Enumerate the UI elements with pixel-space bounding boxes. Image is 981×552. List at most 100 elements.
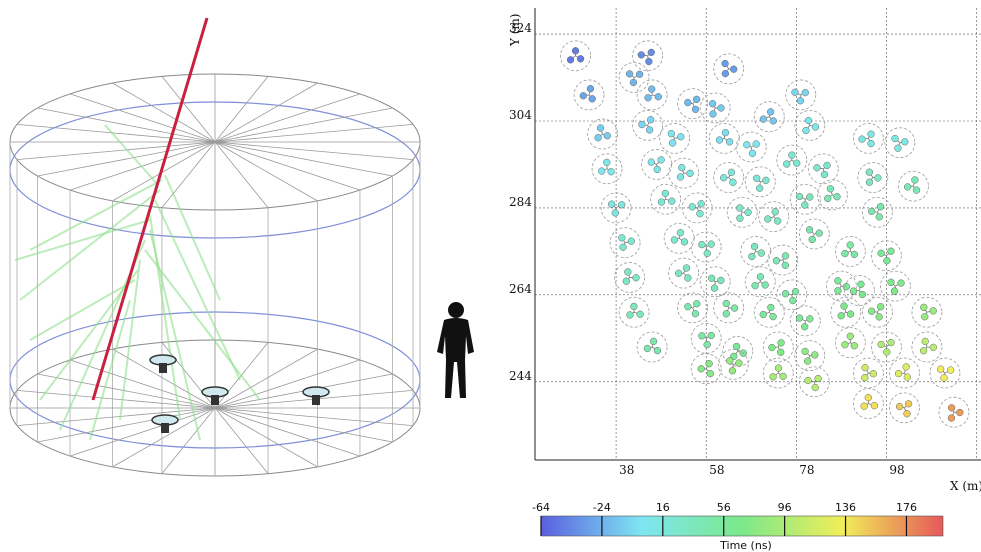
station-marker xyxy=(717,348,749,380)
station-marker xyxy=(632,109,664,141)
station-marker xyxy=(641,149,673,180)
station-marker xyxy=(767,244,799,276)
station-marker xyxy=(690,322,722,354)
station-marker xyxy=(681,192,713,224)
station-marker xyxy=(834,327,866,359)
station-marker xyxy=(614,262,646,293)
station-marker xyxy=(690,353,722,385)
station-marker xyxy=(650,183,682,215)
x-tick-label: 118 xyxy=(979,463,981,477)
station-marker xyxy=(618,62,650,93)
grid-lines xyxy=(535,8,981,460)
station-marker xyxy=(929,357,961,389)
colorbar xyxy=(540,515,944,537)
colorbar-tick-label: -64 xyxy=(532,501,550,514)
station-marker xyxy=(636,331,668,363)
colorbar-title: Time (ns) xyxy=(719,539,772,552)
y-tick-label: 264 xyxy=(509,282,532,296)
station-marker xyxy=(659,122,691,154)
tick-labels: 38587898118244264284304324 xyxy=(509,21,981,477)
y-tick-label: 324 xyxy=(509,21,532,35)
station-marker xyxy=(794,340,826,372)
station-marker xyxy=(663,222,695,254)
station-marker xyxy=(852,357,884,389)
station-marker xyxy=(560,40,591,72)
station-marker xyxy=(843,275,875,306)
station-marker xyxy=(776,144,808,176)
station-marker xyxy=(668,157,700,189)
station-marker xyxy=(884,127,916,159)
station-marker xyxy=(870,331,902,363)
station-marker xyxy=(911,331,943,363)
station-marker xyxy=(830,296,862,328)
station-marker xyxy=(587,118,618,150)
station-marker xyxy=(852,388,884,419)
x-axis-title: X (m) xyxy=(950,479,981,493)
station-marker xyxy=(735,131,767,163)
station-marker xyxy=(911,296,943,328)
station-marker xyxy=(690,231,722,263)
station-marker xyxy=(713,292,745,324)
station-marker xyxy=(573,79,605,111)
station-marker xyxy=(834,235,866,267)
station-marker xyxy=(762,357,794,389)
station-marker xyxy=(591,153,623,185)
colorbar-tick-label: 96 xyxy=(778,501,792,514)
x-tick-label: 78 xyxy=(799,463,814,477)
person-silhouette xyxy=(437,302,474,398)
y-tick-label: 284 xyxy=(509,195,532,209)
station-marker xyxy=(708,122,740,154)
station-marker xyxy=(632,40,664,72)
colorbar-tick-label: 176 xyxy=(896,501,917,514)
station-marker xyxy=(880,270,911,302)
colorbar-tick-label: 136 xyxy=(835,501,856,514)
y-axis-title: Y (m) xyxy=(508,14,522,47)
station-marker xyxy=(762,331,794,363)
station-marker xyxy=(807,153,839,185)
station-marker xyxy=(816,179,848,211)
plot-axes xyxy=(534,8,981,461)
station-marker xyxy=(870,240,902,272)
station-marker xyxy=(889,392,920,424)
colorbar-tick-label: 56 xyxy=(717,501,731,514)
station-marker xyxy=(726,196,758,228)
station-marker xyxy=(668,257,700,289)
station-marker xyxy=(618,296,650,328)
tank-wireframe xyxy=(9,73,421,477)
photomultiplier-tubes xyxy=(149,354,330,433)
colorbar-tick-label: -24 xyxy=(593,501,611,514)
station-marker xyxy=(609,227,641,259)
station-marker xyxy=(713,53,745,85)
x-tick-label: 38 xyxy=(619,463,634,477)
station-marker xyxy=(740,235,772,267)
station-marker xyxy=(758,201,790,233)
colorbar-tick-label: 16 xyxy=(656,501,670,514)
station-marker xyxy=(677,292,709,324)
station-marker xyxy=(861,196,893,228)
station-marker xyxy=(798,218,830,250)
station-marker xyxy=(600,192,632,224)
station-marker xyxy=(744,266,776,298)
station-marker xyxy=(636,79,668,111)
station-marker xyxy=(776,279,808,311)
station-marker xyxy=(857,162,889,193)
station-marker xyxy=(938,396,970,428)
station-marker xyxy=(753,296,785,328)
station-marker xyxy=(889,357,920,389)
station-marker xyxy=(861,296,893,328)
detector-tank-illustration xyxy=(9,17,474,477)
station-marker xyxy=(785,79,817,111)
station-marker xyxy=(852,122,884,154)
station-marker xyxy=(825,270,857,302)
cherenkov-light-rays xyxy=(14,124,261,441)
muon-track xyxy=(91,17,209,401)
station-marker xyxy=(798,366,830,398)
station-marker xyxy=(744,166,776,198)
colorbar-ticks: -64 -24 16 56 96 136 176 xyxy=(532,501,917,536)
y-tick-label: 244 xyxy=(509,369,532,383)
stations xyxy=(560,40,970,428)
station-marker xyxy=(722,335,754,367)
station-marker xyxy=(898,170,929,202)
station-marker xyxy=(713,162,745,193)
